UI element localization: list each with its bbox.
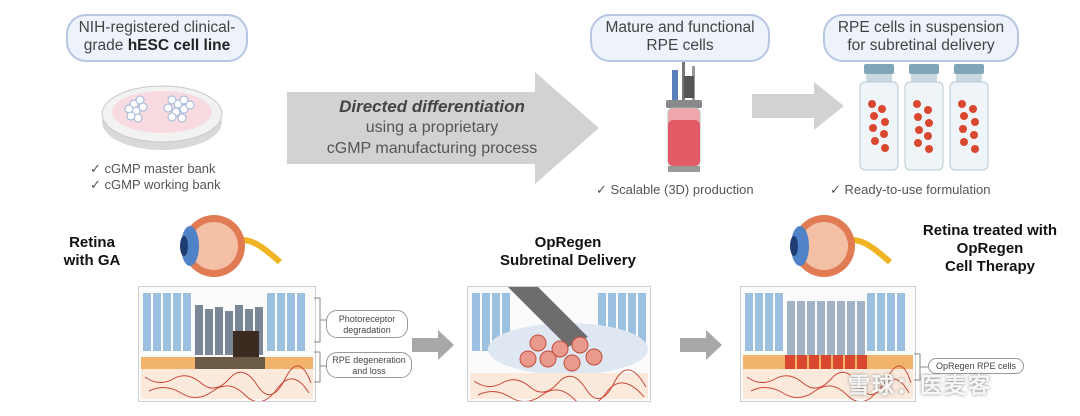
watermark: 雪球：医麦客 (848, 373, 993, 398)
process-text: Directed differentiation using a proprie… (292, 96, 572, 159)
retina-ga-panel (138, 286, 316, 402)
hesc-cell-line-box: NIH-registered clinical- grade hESC cell… (66, 14, 248, 62)
directed-differentiation-arrow (287, 72, 599, 184)
process-line2: using a proprietary (365, 119, 499, 136)
to-suspension-arrow (752, 82, 844, 130)
bottom-arrow-2 (680, 330, 722, 360)
delivery-label: OpRegen Subretinal Delivery (500, 234, 636, 269)
suspension-box-line2: for subretinal delivery (847, 37, 995, 54)
mature-check: ✓ Scalable (3D) production (596, 182, 754, 197)
hesc-box-line2-bold: hESC cell line (127, 37, 231, 54)
petri-dish-illustration (101, 85, 223, 150)
retina-ga-label: Retina with GA (63, 234, 121, 269)
bioreactor-icon (666, 62, 702, 172)
bottom-arrow-1 (412, 330, 454, 360)
check-master-bank: ✓ cGMP master bank (90, 161, 216, 176)
source-check-list: ✓ cGMP master bank ✓ cGMP working bank (90, 161, 221, 193)
vials-icon (859, 64, 989, 171)
opregen-bracket (914, 353, 928, 381)
suspension-box-line1: RPE cells in suspension (837, 19, 1005, 36)
photoreceptor-callout: Photoreceptor degradation (326, 310, 408, 338)
mature-box-line1: Mature and functional (605, 19, 755, 36)
hesc-box-line1: NIH-registered clinical- (78, 19, 236, 36)
process-title: Directed differentiation (339, 97, 525, 116)
eye-illustration-left (180, 215, 282, 277)
process-line3: cGMP manufacturing process (326, 140, 538, 157)
opregen-cells-callout: OpRegen RPE cells (928, 358, 1024, 374)
treated-retina-panel (740, 286, 916, 402)
suspension-check: ✓ Ready-to-use formulation (830, 182, 991, 197)
hesc-box-line2-prefix: grade (83, 37, 128, 54)
rpe-degeneration-callout: RPE degeneration and loss (326, 352, 412, 378)
eye-illustration-right (790, 215, 892, 277)
treated-label: Retina treated with OpRegen Cell Therapy (922, 222, 1058, 275)
delivery-panel (467, 286, 651, 402)
check-working-bank: ✓ cGMP working bank (90, 177, 221, 192)
mature-box-line2: RPE cells (646, 37, 714, 54)
mature-rpe-box: Mature and functional RPE cells (590, 14, 770, 62)
suspension-box: RPE cells in suspension for subretinal d… (823, 14, 1019, 62)
